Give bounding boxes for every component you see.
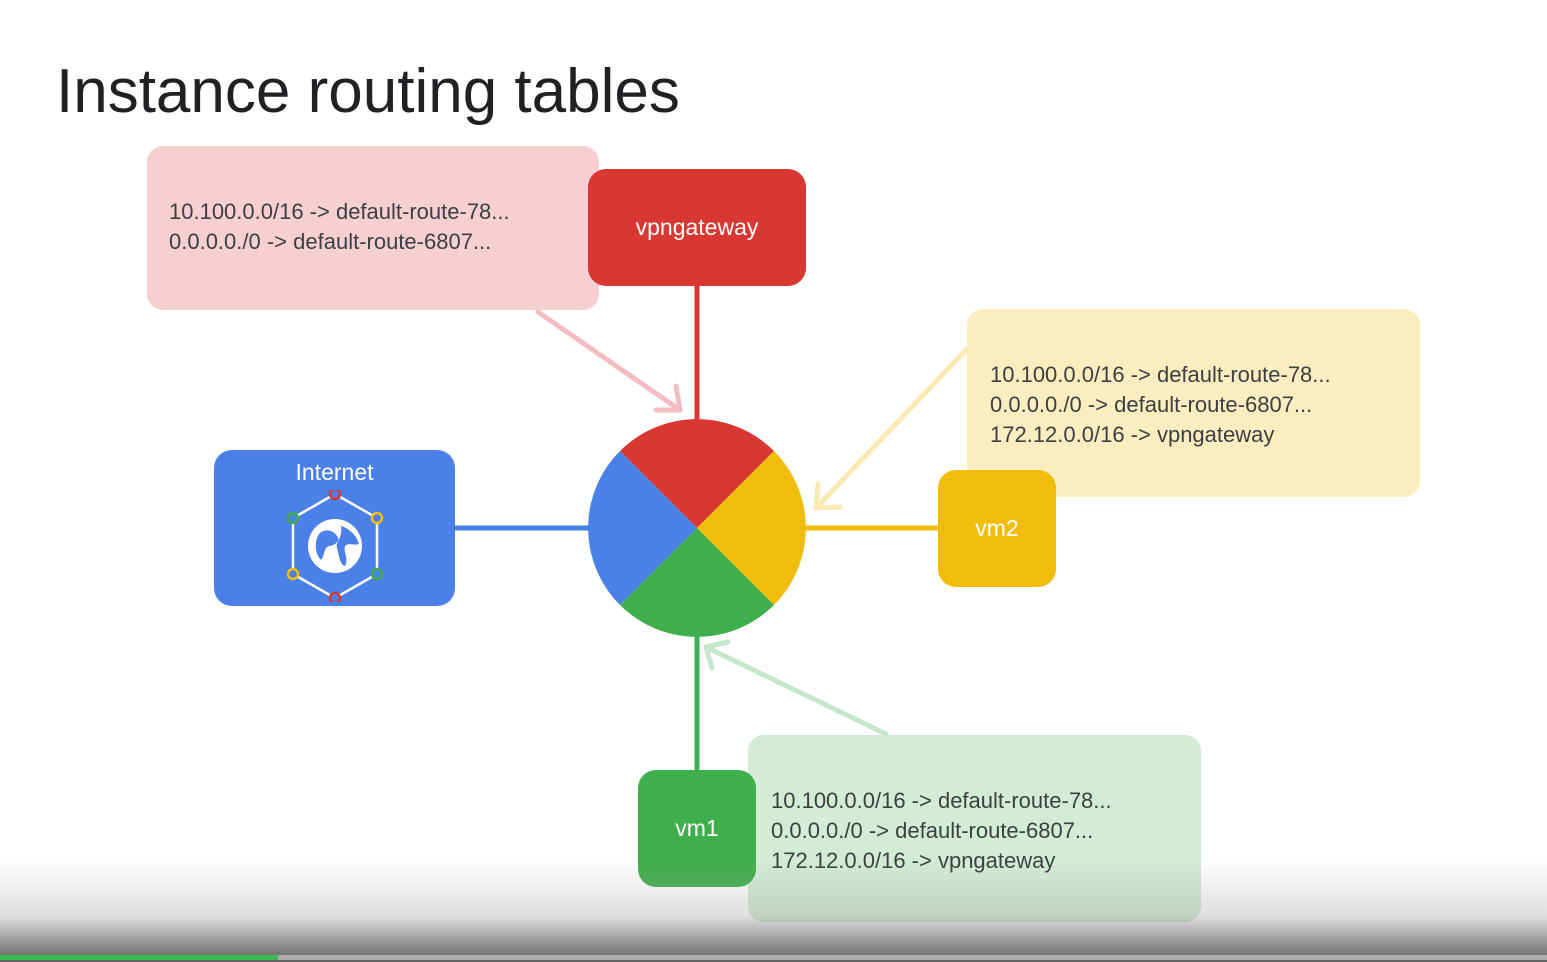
vpngateway-label: vpngateway bbox=[635, 214, 759, 240]
vm2-routing-table: 10.100.0.0/16 -> default-route-78... 0.0… bbox=[967, 309, 1420, 497]
four-color-router-icon bbox=[588, 419, 806, 637]
route-entry: 0.0.0.0./0 -> default-route-6807... bbox=[990, 392, 1313, 417]
route-entry: 172.12.0.0/16 -> vpngateway bbox=[990, 422, 1275, 447]
vpngateway-node: vpngateway bbox=[588, 169, 806, 286]
video-progress-bar[interactable] bbox=[0, 955, 1547, 960]
vpngateway-routing-table: 10.100.0.0/16 -> default-route-78... 0.0… bbox=[147, 146, 599, 310]
arrow-yellow-callout bbox=[813, 347, 969, 511]
video-controls-gradient bbox=[0, 860, 1547, 962]
globe-network-icon bbox=[286, 490, 383, 602]
route-entry: 10.100.0.0/16 -> default-route-78... bbox=[169, 199, 510, 224]
arrow-green-callout bbox=[703, 639, 889, 737]
vm2-label: vm2 bbox=[975, 515, 1019, 541]
slide-title: Instance routing tables bbox=[56, 57, 680, 126]
route-entry: 0.0.0.0./0 -> default-route-6807... bbox=[771, 818, 1094, 843]
vm1-label: vm1 bbox=[675, 815, 719, 841]
vm2-node: vm2 bbox=[938, 470, 1056, 587]
route-entry: 10.100.0.0/16 -> default-route-78... bbox=[771, 788, 1112, 813]
internet-label: Internet bbox=[295, 459, 374, 485]
route-entry: 0.0.0.0./0 -> default-route-6807... bbox=[169, 229, 492, 254]
internet-node: Internet bbox=[214, 450, 455, 606]
arrow-red-callout bbox=[535, 309, 683, 413]
route-entry: 10.100.0.0/16 -> default-route-78... bbox=[990, 362, 1331, 387]
video-progress-played bbox=[0, 955, 279, 960]
